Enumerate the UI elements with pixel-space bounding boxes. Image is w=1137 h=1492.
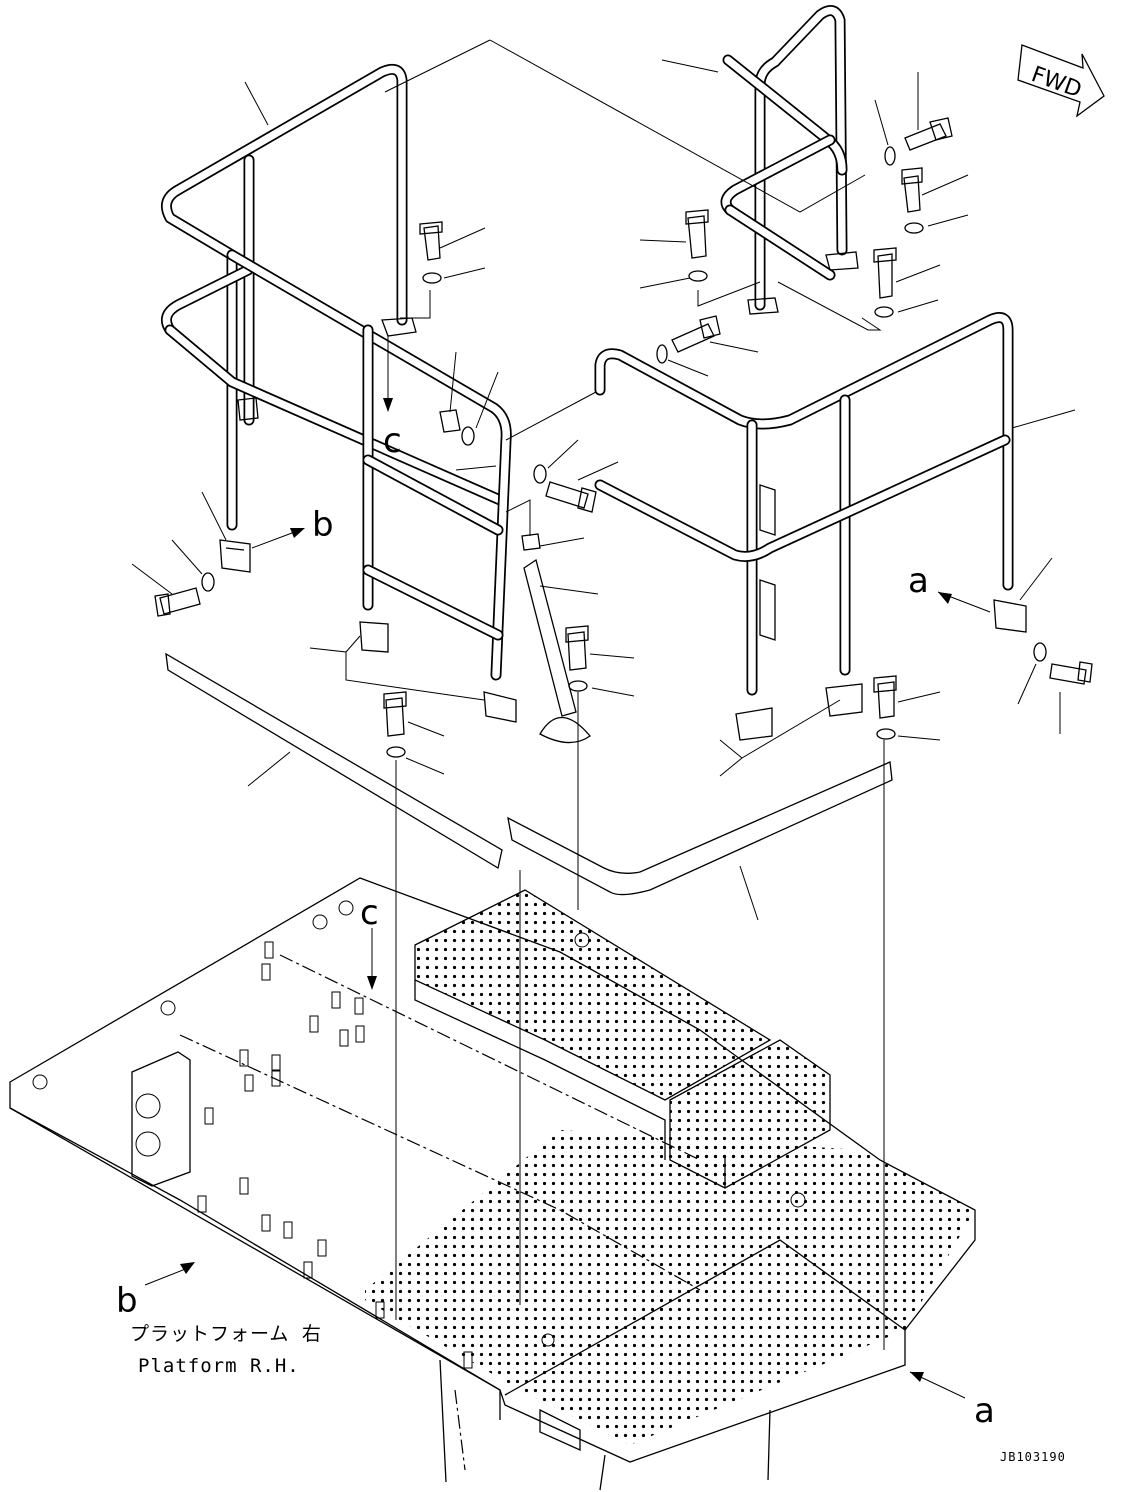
drawing-code: JB103190 <box>1000 1450 1066 1464</box>
fwd-label: FWD <box>1028 62 1085 103</box>
right-front-handrail <box>594 312 1014 696</box>
platform-rh <box>9 877 976 1491</box>
callout-b-top: b <box>312 505 334 545</box>
leader-lines <box>131 39 1076 1399</box>
caption-english: Platform R.H. <box>138 1355 300 1377</box>
arrowheads <box>180 398 952 1382</box>
callout-b-bottom: b <box>116 1281 138 1321</box>
left-handrail <box>160 63 512 681</box>
kick-plates <box>165 652 893 896</box>
callout-a-bottom: a <box>974 1391 995 1431</box>
fasteners <box>154 117 1093 758</box>
rear-handrail <box>720 5 859 315</box>
mounting-posts <box>197 941 473 1369</box>
callout-c-top: c <box>383 421 402 461</box>
callout-a-top: a <box>908 561 929 601</box>
caption-japanese: プラットフォーム 右 <box>130 1323 322 1345</box>
callout-c-bottom: c <box>360 893 379 933</box>
fwd-arrow-icon: FWD <box>1017 44 1105 118</box>
